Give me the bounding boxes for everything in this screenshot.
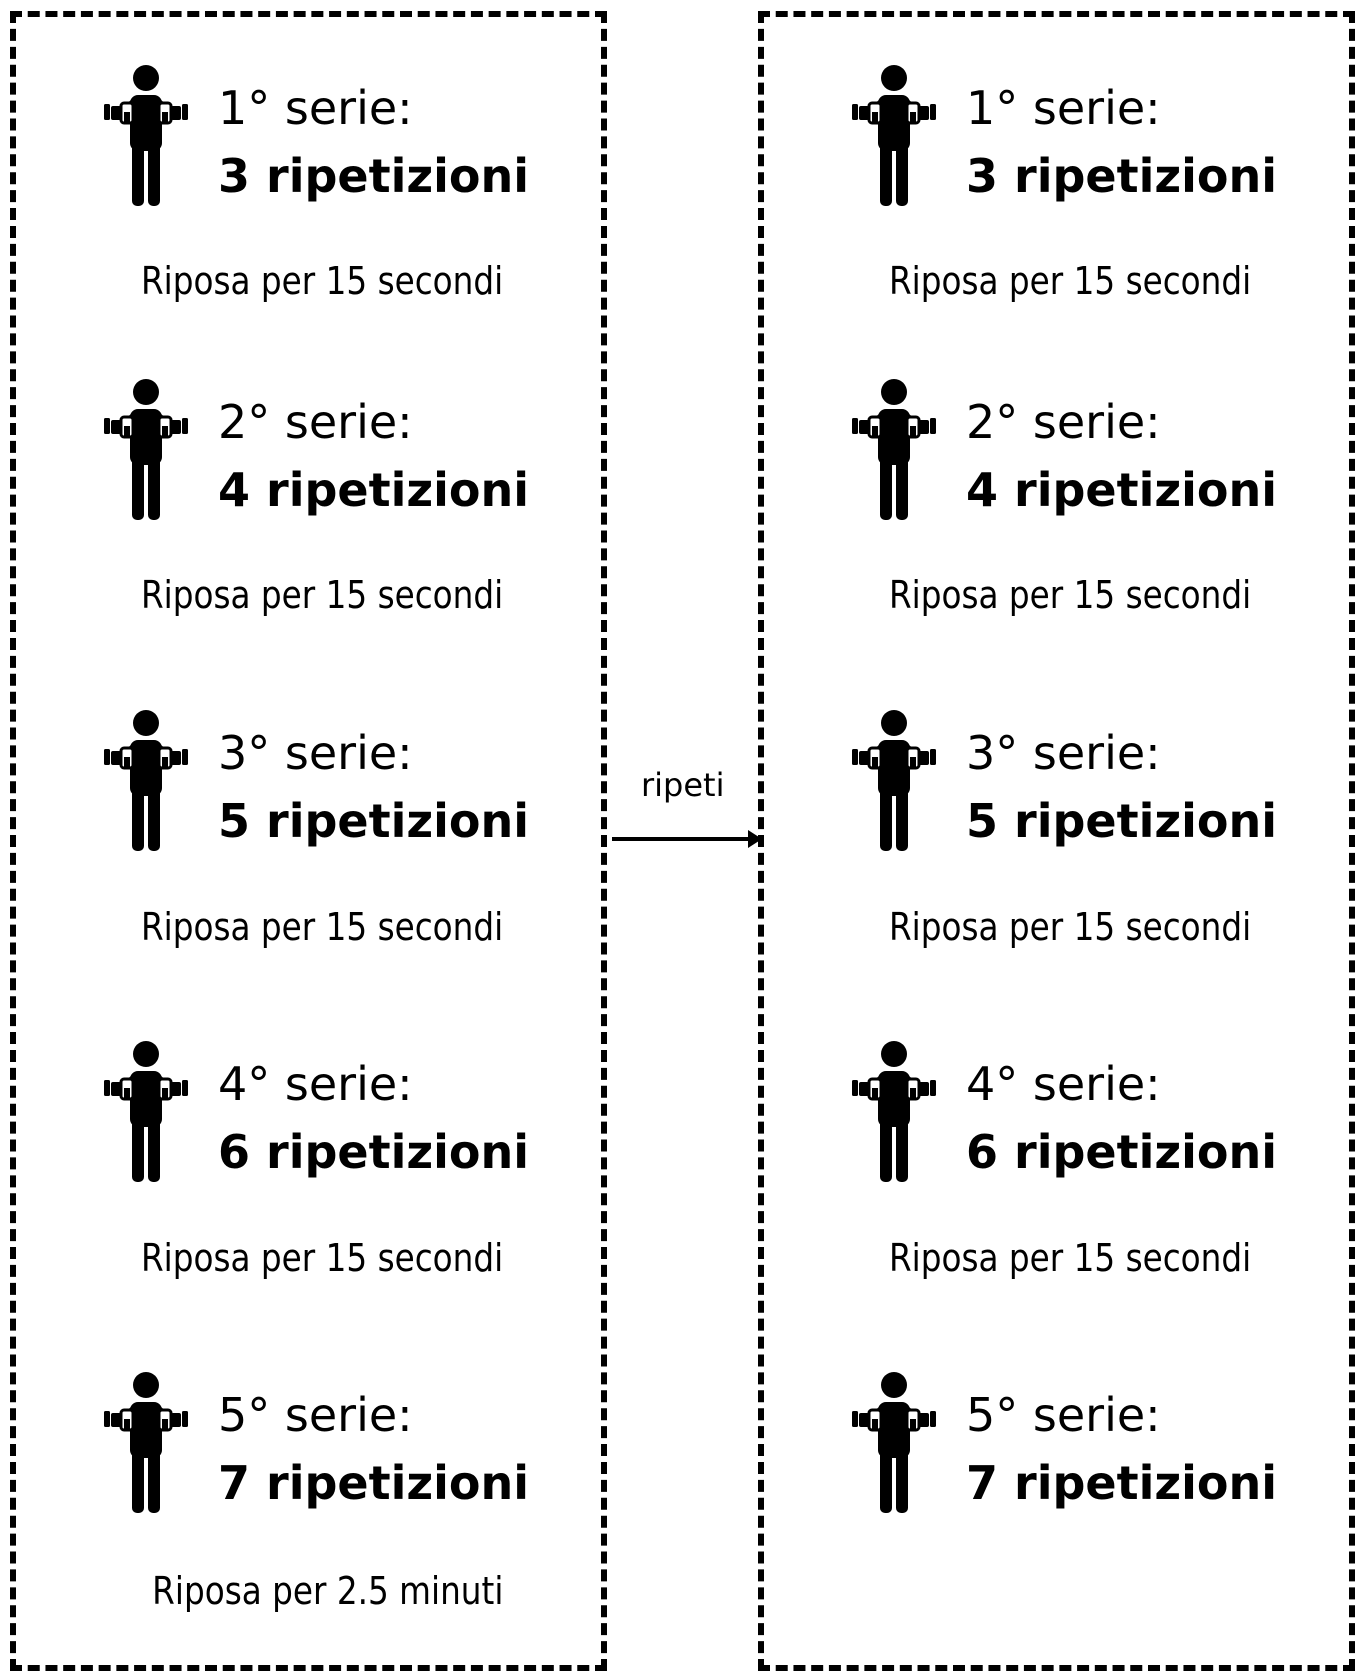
set-2: 2° serie: 4 ripetizioni: [764, 376, 1349, 526]
rest-note: Riposa per 15 secondi: [140, 905, 503, 949]
rest-note: Riposa per 15 secondi: [140, 1236, 503, 1280]
dumbbell-curl-person-icon: [848, 376, 940, 526]
left-workout-panel: 1° serie: 3 ripetizioni Riposa per 15 se…: [10, 11, 607, 1671]
set-reps: 4 ripetizioni: [218, 463, 530, 517]
set-reps: 5 ripetizioni: [966, 794, 1278, 848]
set-4: 4° serie: 6 ripetizioni: [764, 1038, 1349, 1188]
set-title: 3° serie:: [966, 726, 1161, 780]
rest-note: Riposa per 15 secondi: [888, 259, 1251, 303]
dumbbell-curl-person-icon: [848, 62, 940, 212]
set-reps: 7 ripetizioni: [218, 1456, 530, 1510]
rest-note: Riposa per 15 secondi: [888, 1236, 1251, 1280]
set-title: 4° serie:: [218, 1057, 413, 1111]
set-reps: 4 ripetizioni: [966, 463, 1278, 517]
set-reps: 3 ripetizioni: [218, 149, 530, 203]
set-reps: 3 ripetizioni: [966, 149, 1278, 203]
repeat-arrow-icon: [612, 830, 762, 848]
repeat-label: ripeti: [641, 766, 725, 804]
set-title: 1° serie:: [218, 81, 413, 135]
dumbbell-curl-person-icon: [848, 1369, 940, 1519]
dumbbell-curl-person-icon: [100, 707, 192, 857]
dumbbell-curl-person-icon: [100, 1369, 192, 1519]
set-3: 3° serie: 5 ripetizioni: [16, 707, 601, 857]
set-reps: 5 ripetizioni: [218, 794, 530, 848]
set-reps: 7 ripetizioni: [966, 1456, 1278, 1510]
rest-note-long: Riposa per 2.5 minuti: [151, 1569, 503, 1613]
set-4: 4° serie: 6 ripetizioni: [16, 1038, 601, 1188]
set-title: 5° serie:: [218, 1388, 413, 1442]
right-workout-panel: 1° serie: 3 ripetizioni Riposa per 15 se…: [758, 11, 1355, 1671]
dumbbell-curl-person-icon: [100, 376, 192, 526]
set-reps: 6 ripetizioni: [966, 1125, 1278, 1179]
rest-note: Riposa per 15 secondi: [888, 573, 1251, 617]
set-2: 2° serie: 4 ripetizioni: [16, 376, 601, 526]
set-3: 3° serie: 5 ripetizioni: [764, 707, 1349, 857]
dumbbell-curl-person-icon: [848, 707, 940, 857]
dumbbell-curl-person-icon: [100, 62, 192, 212]
dumbbell-curl-person-icon: [100, 1038, 192, 1188]
set-5: 5° serie: 7 ripetizioni: [764, 1369, 1349, 1519]
set-title: 1° serie:: [966, 81, 1161, 135]
rest-note: Riposa per 15 secondi: [888, 905, 1251, 949]
set-1: 1° serie: 3 ripetizioni: [764, 62, 1349, 212]
set-title: 2° serie:: [966, 395, 1161, 449]
set-title: 4° serie:: [966, 1057, 1161, 1111]
rest-note: Riposa per 15 secondi: [140, 259, 503, 303]
set-title: 3° serie:: [218, 726, 413, 780]
set-reps: 6 ripetizioni: [218, 1125, 530, 1179]
set-title: 5° serie:: [966, 1388, 1161, 1442]
dumbbell-curl-person-icon: [848, 1038, 940, 1188]
set-title: 2° serie:: [218, 395, 413, 449]
set-1: 1° serie: 3 ripetizioni: [16, 62, 601, 212]
rest-note: Riposa per 15 secondi: [140, 573, 503, 617]
set-5: 5° serie: 7 ripetizioni: [16, 1369, 601, 1519]
